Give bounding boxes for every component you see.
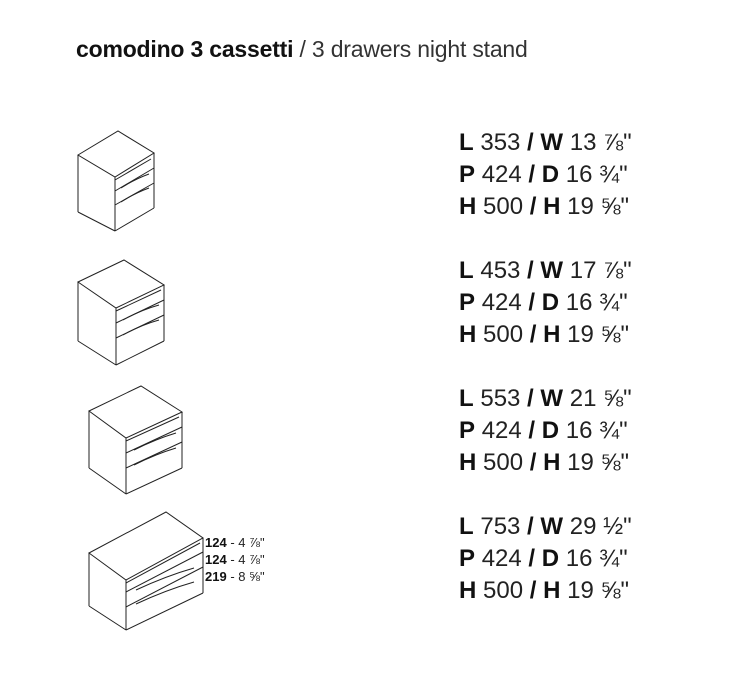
title-english: 3 drawers night stand — [311, 36, 528, 62]
dimension-row-height: H 500 / H 19 ⅝" — [459, 193, 629, 220]
dimension-row-width: L 353 / W 13 ⅞" — [459, 129, 632, 156]
drawer-height-row: 124 - 4 ⅞" — [205, 535, 265, 550]
nightstand-drawing-1 — [75, 128, 157, 234]
dimension-row-depth: P 424 / D 16 ¾" — [459, 417, 628, 444]
dimension-row-height: H 500 / H 19 ⅝" — [459, 449, 629, 476]
drawer-height-labels: 124 - 4 ⅞" 124 - 4 ⅞" 219 - 8 ⅝" — [205, 534, 265, 585]
title-separator: / — [293, 36, 312, 62]
dimension-row-width: L 553 / W 21 ⅝" — [459, 385, 632, 412]
dimension-row-height: H 500 / H 19 ⅝" — [459, 577, 629, 604]
dimension-row-width: L 753 / W 29 ½" — [459, 513, 632, 540]
drawer-height-row: 219 - 8 ⅝" — [205, 569, 265, 584]
dimensions-model-2: L 453 / W 17 ⅞" P 424 / D 16 ¾" H 500 / … — [459, 255, 632, 351]
page-title: comodino 3 cassetti / 3 drawers night st… — [76, 36, 528, 63]
dimension-row-depth: P 424 / D 16 ¾" — [459, 161, 628, 188]
nightstand-drawing-2 — [75, 257, 167, 367]
dimension-row-height: H 500 / H 19 ⅝" — [459, 321, 629, 348]
dimensions-model-1: L 353 / W 13 ⅞" P 424 / D 16 ¾" H 500 / … — [459, 127, 632, 223]
nightstand-drawing-4 — [86, 510, 206, 632]
dimension-row-depth: P 424 / D 16 ¾" — [459, 289, 628, 316]
title-italian: comodino 3 cassetti — [76, 36, 294, 62]
dimensions-model-4: L 753 / W 29 ½" P 424 / D 16 ¾" H 500 / … — [459, 511, 632, 607]
dimensions-model-3: L 553 / W 21 ⅝" P 424 / D 16 ¾" H 500 / … — [459, 383, 632, 479]
dimension-row-width: L 453 / W 17 ⅞" — [459, 257, 632, 284]
drawer-height-row: 124 - 4 ⅞" — [205, 552, 265, 567]
nightstand-drawing-3 — [86, 384, 186, 496]
dimension-row-depth: P 424 / D 16 ¾" — [459, 545, 628, 572]
